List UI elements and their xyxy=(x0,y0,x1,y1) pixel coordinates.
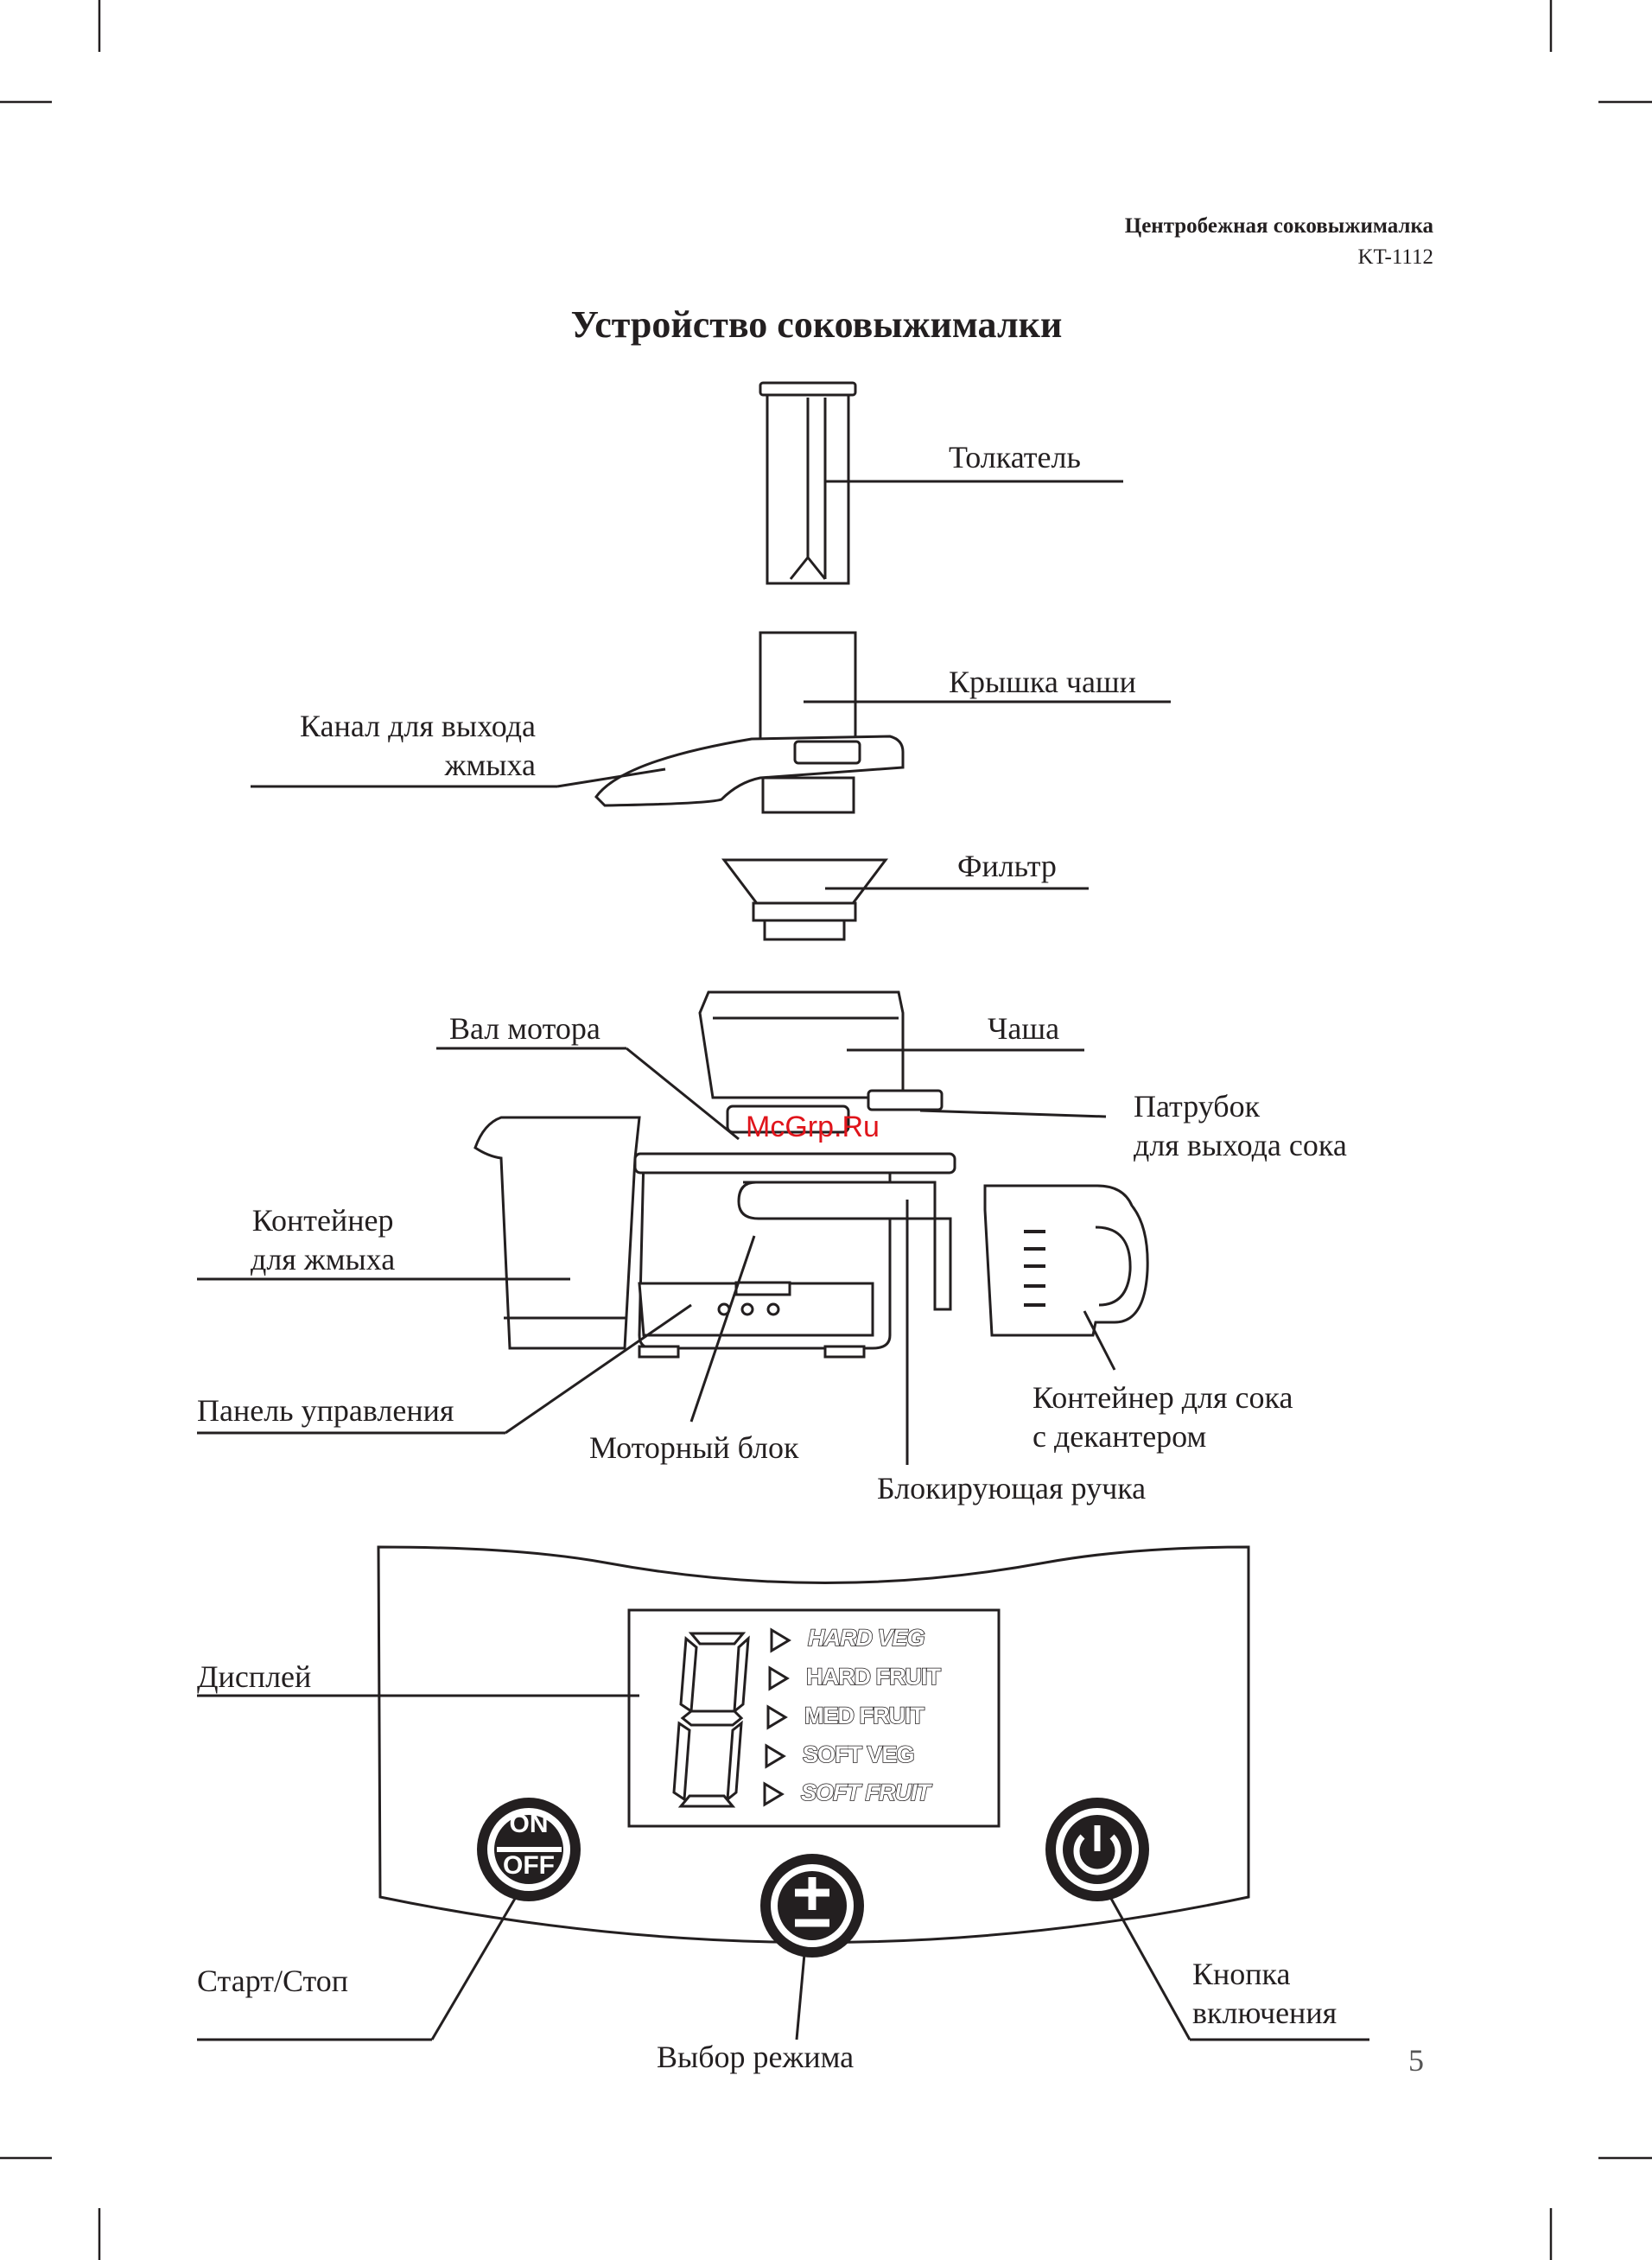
label-juice-spout: Патрубок для выхода сока xyxy=(1134,1089,1347,1162)
bowl-drawing xyxy=(698,990,944,1111)
label-display: Дисплей xyxy=(197,1659,312,1694)
control-panel-drawing xyxy=(197,1545,1369,2041)
label-pulp-channel: Канал для выхода жмыха xyxy=(300,709,536,782)
label-mode-select: Выбор режима xyxy=(657,2040,855,2074)
leader-lines xyxy=(197,480,1171,1465)
model-number: KT-1112 xyxy=(1357,245,1434,269)
mode-soft-veg: SOFT VEG xyxy=(802,1741,915,1768)
page-number: 5 xyxy=(1408,2043,1424,2078)
pusher-drawing xyxy=(759,381,857,585)
label-bowl: Чаша xyxy=(988,1011,1060,1046)
off-text: OFF xyxy=(503,1851,555,1880)
mode-select-button-drawing xyxy=(760,1854,864,1958)
watermark: McGrp.Ru xyxy=(746,1111,880,1143)
pulp-container-drawing xyxy=(473,1116,641,1350)
mode-soft-fruit: SOFT FRUIT xyxy=(800,1779,931,1806)
label-filter: Фильтр xyxy=(957,849,1057,883)
on-off-button-drawing xyxy=(477,1798,581,1901)
label-control-panel: Панель управления xyxy=(197,1393,454,1428)
label-power-button: Кнопка включения xyxy=(1192,1957,1337,2030)
label-start-stop: Старт/Стоп xyxy=(197,1964,349,1998)
product-name: Центробежная соковыжималка xyxy=(1124,214,1433,238)
on-text: ON xyxy=(509,1810,549,1838)
label-motor-shaft: Вал мотора xyxy=(449,1011,600,1046)
label-motor-unit: Моторный блок xyxy=(589,1430,799,1465)
label-pulp-container: Контейнер для жмыха xyxy=(251,1203,396,1276)
seven-segment-display xyxy=(672,1632,750,1808)
lid-drawing xyxy=(594,631,905,814)
power-button-drawing xyxy=(1045,1798,1149,1901)
page-title: Устройство соковыжималки xyxy=(570,303,1063,346)
mode-arrows xyxy=(763,1627,791,1807)
label-pusher: Толкатель xyxy=(949,440,1081,474)
label-bowl-lid: Крышка чаши xyxy=(949,665,1136,699)
label-juice-container: Контейнер для сока с декантером xyxy=(1032,1380,1293,1454)
juice-container-drawing xyxy=(983,1184,1149,1337)
filter-drawing xyxy=(721,858,889,941)
mode-hard-fruit: HARD FRUIT xyxy=(805,1663,942,1690)
mode-med-fruit: MED FRUIT xyxy=(804,1702,925,1729)
motor-unit-drawing xyxy=(633,1105,956,1359)
mode-hard-veg: HARD VEG xyxy=(807,1624,925,1652)
label-locking-handle: Блокирующая ручка xyxy=(877,1471,1147,1506)
